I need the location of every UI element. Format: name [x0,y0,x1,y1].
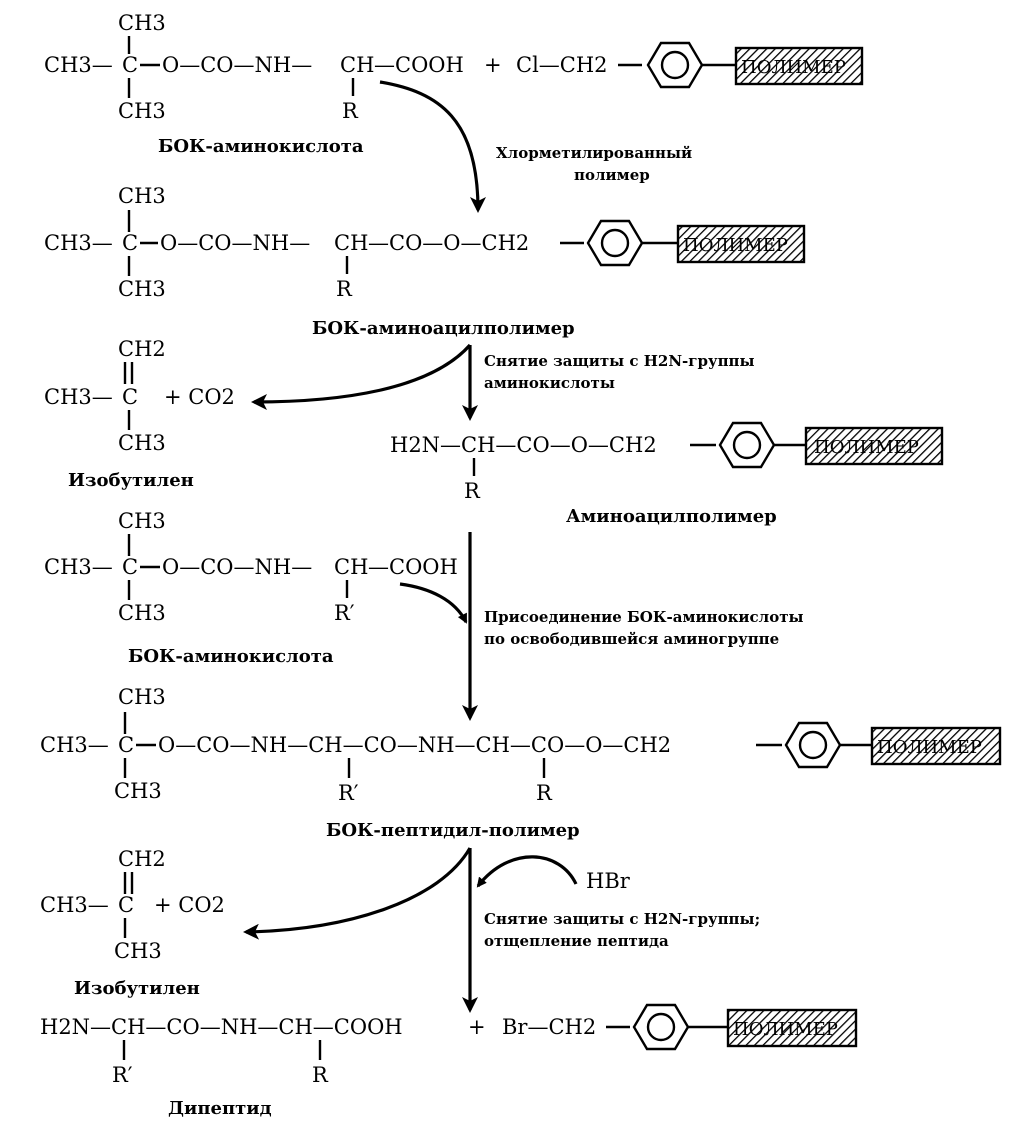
quaternary-carbon: C [118,733,134,757]
note-chloromethylated-line1: Хлорметилированный [496,144,692,162]
plus-sign: + [468,1015,486,1039]
benzene-ring-icon [646,41,704,89]
benzene-ring-icon [784,721,842,769]
ch3-left: CH3— [44,231,113,255]
r-group-1: R′ [338,781,359,805]
ch3-top: CH3 [118,184,166,208]
ch3-left: CH3— [44,555,113,579]
caption-isobutylene-2: Изобутилен [74,978,200,999]
ch3-bottom: CH3 [118,277,166,301]
r-group-2: R [312,1063,329,1087]
ch3-bottom: CH3 [114,939,162,963]
carbon: C [118,893,134,917]
caption-boc-peptidyl-polymer: БОК-пептидил-полимер [326,820,580,841]
polymer-block: ПОЛИМЕР [734,46,864,86]
boc-aminoacyl-polymer: CH3 CH3— C CH3 O—CO—NH— CH R —CO—O—CH2 Б… [44,184,575,339]
caption-aminoacyl-polymer: Аминоацилполимер [566,506,777,527]
plus-co2: + CO2 [154,893,225,917]
caption-boc-aminoacyl-polymer: БОК-аминоацилполимер [312,318,575,339]
ch3-left: CH3— [44,53,113,77]
alpha-carbon: CH [334,555,368,579]
polymer-block: ПОЛИМЕР [870,726,1002,766]
ch3-top: CH3 [118,509,166,533]
carbon: C [122,385,138,409]
isobutylene-1: CH2 CH3— C + CO2 CH3 Изобутилен [44,337,235,491]
polymer-block: ПОЛИМЕР [804,426,944,466]
note-chloromethylated-line2: полимер [574,166,650,184]
polymer-label: ПОЛИМЕР [741,57,846,78]
r-group: R′ [334,601,355,625]
r-group-2: R [536,781,553,805]
carboxyl-group: —COOH [374,53,464,77]
ch3-left: CH3— [40,893,109,917]
ch2: CH2 [118,847,166,871]
polymer-label: ПОЛИМЕР [733,1019,838,1040]
quaternary-carbon: C [122,53,138,77]
note-deprotection-line2: аминокислоты [484,374,615,392]
caption-isobutylene: Изобутилен [68,470,194,491]
polymer-label: ПОЛИМЕР [814,437,919,458]
chloromethyl-group: Cl—CH2 [516,53,608,77]
chain-fragment: O—CO—NH— [160,231,310,255]
isobutylene-2: CH2 CH3— C + CO2 CH3 Изобутилен [40,847,225,999]
r-group: R [342,99,359,123]
note-deprotection-line1: Снятие защиты с H2N-группы [484,352,755,370]
ester-fragment: —CO—O—CH2 [368,231,529,255]
ch3-top: CH3 [118,11,166,35]
plus-sign: + [484,53,502,77]
benzene-ring-icon [718,421,776,469]
caption-boc-amino-acid-2: БОК-аминокислота [128,646,334,667]
r-group: R [464,479,481,503]
r-group-1: R′ [112,1063,133,1087]
chain-fragment: O—CO—NH—CH—CO—NH—CH—CO—O—CH2 [158,733,671,757]
note-cleavage-line2: отщепление пептида [484,932,669,950]
benzene-ring-icon [632,1003,690,1051]
ch3-bottom: CH3 [118,99,166,123]
note-coupling-line2: по освободившейся аминогруппе [484,630,779,648]
note-coupling-line1: Присоединение БОК-аминокислоты [484,608,804,626]
chain-fragment: O—CO—NH— [162,53,312,77]
alpha-carbon: CH [334,231,368,255]
arrow-acid-join [399,582,468,624]
alpha-carbon: CH [340,53,374,77]
ch2: CH2 [118,337,166,361]
ch3-left: CH3— [44,385,113,409]
arrow-hbr [476,855,578,888]
arrow-to-isobutylene-1 [251,343,472,410]
note-cleavage-line1: Снятие защиты с H2N-группы; [484,910,760,928]
hbr-reagent: HBr [586,869,631,893]
ch3-top: CH3 [118,685,166,709]
formula: H2N—CH—CO—O—CH2 [390,433,657,457]
ch3-bottom: CH3 [118,431,166,455]
boc-amino-acid-2: CH3 CH3— C CH3 O—CO—NH— CH R′ —COOH БОК-… [44,509,458,667]
boc-amino-acid-1: CH3 CH3— C CH3 O—CO—NH— CH R —COOH БОК-а… [44,11,464,157]
polymer-label: ПОЛИМЕР [877,737,982,758]
caption-dipeptide: Дипептид [168,1098,272,1119]
polymer-block: ПОЛИМЕР [726,1008,858,1048]
ch3-bottom: CH3 [114,779,162,803]
ch3-bottom: CH3 [118,601,166,625]
arrow-to-isobutylene-2 [243,847,472,940]
bromomethyl-group: Br—CH2 [502,1015,596,1039]
caption-boc-amino-acid: БОК-аминокислота [158,136,364,157]
ch3-left: CH3— [40,733,109,757]
benzene-ring-icon [586,219,644,267]
polymer-block: ПОЛИМЕР [676,224,806,264]
boc-peptidyl-polymer: CH3 CH3— C CH3 O—CO—NH—CH—CO—NH—CH—CO—O—… [40,685,671,841]
arrow-attachment [379,80,486,213]
r-group: R [336,277,353,301]
carboxyl-group: —COOH [368,555,458,579]
quaternary-carbon: C [122,555,138,579]
plus-co2: + CO2 [164,385,235,409]
aminoacyl-polymer: H2N—CH—CO—O—CH2 R Аминоацилполимер [390,433,777,527]
dipeptide: H2N—CH—CO—NH—CH—COOH R′ R Дипептид [40,1015,403,1119]
quaternary-carbon: C [122,231,138,255]
formula: H2N—CH—CO—NH—CH—COOH [40,1015,403,1039]
chain-fragment: O—CO—NH— [162,555,312,579]
polymer-label: ПОЛИМЕР [683,235,788,256]
